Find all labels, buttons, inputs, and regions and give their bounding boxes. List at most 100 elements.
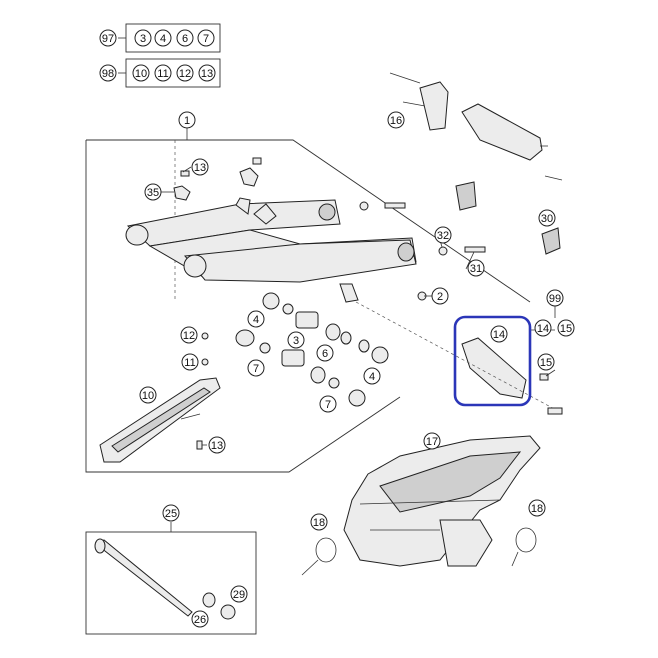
callout-number: 7 <box>203 33 209 45</box>
callout-number: 32 <box>437 230 449 242</box>
callout-97[interactable]: 97 <box>99 29 117 47</box>
callout-15[interactable]: 15 <box>537 353 555 371</box>
callout-circle <box>134 29 152 47</box>
callout-4[interactable]: 4 <box>363 367 381 385</box>
callout-35[interactable]: 35 <box>144 183 162 201</box>
callout-number: 3 <box>293 335 299 347</box>
callout-circle <box>197 29 215 47</box>
callout-10[interactable]: 10 <box>132 64 150 82</box>
callout-16[interactable]: 16 <box>387 111 405 129</box>
callout-circle <box>247 359 265 377</box>
swingarm-frame <box>85 128 531 473</box>
callout-number: 3 <box>140 33 146 45</box>
callout-18[interactable]: 18 <box>528 499 546 517</box>
callout-6[interactable]: 6 <box>316 344 334 362</box>
callout-number: 99 <box>549 293 561 305</box>
callout-number: 97 <box>102 33 114 45</box>
callout-number: 18 <box>531 503 543 515</box>
callout-11[interactable]: 11 <box>181 353 199 371</box>
callout-circle <box>144 183 162 201</box>
callout-13[interactable]: 13 <box>208 436 226 454</box>
callout-circle <box>537 353 555 371</box>
callout-number: 26 <box>194 614 206 626</box>
callout-number: 15 <box>540 357 552 369</box>
callout-3[interactable]: 3 <box>287 331 305 349</box>
cable-tie-right <box>511 527 537 567</box>
swingarm-body <box>125 197 417 303</box>
callout-15[interactable]: 15 <box>557 319 575 337</box>
callout-circle <box>363 367 381 385</box>
callout-2[interactable]: 2 <box>431 287 449 305</box>
callout-29[interactable]: 29 <box>230 585 248 603</box>
callout-circle <box>538 209 556 227</box>
callout-4[interactable]: 4 <box>247 310 265 328</box>
cable-tie-left <box>301 537 337 576</box>
callout-circle <box>230 585 248 603</box>
chain-guide-block <box>355 301 563 415</box>
callout-6[interactable]: 6 <box>176 29 194 47</box>
callout-number: 14 <box>493 329 505 341</box>
callout-30[interactable]: 30 <box>538 209 556 227</box>
callout-98[interactable]: 98 <box>99 64 117 82</box>
callout-number: 31 <box>470 263 482 275</box>
callout-13[interactable]: 13 <box>198 64 216 82</box>
callout-number: 7 <box>325 399 331 411</box>
callout-7[interactable]: 7 <box>247 359 265 377</box>
callout-number: 30 <box>541 213 553 225</box>
callout-number: 29 <box>233 589 245 601</box>
callout-circle <box>178 111 196 129</box>
callout-3[interactable]: 3 <box>134 29 152 47</box>
callout-18[interactable]: 18 <box>310 513 328 531</box>
selected-part-highlight[interactable] <box>453 315 532 407</box>
callout-circle <box>431 287 449 305</box>
callout-31[interactable]: 31 <box>467 259 485 277</box>
chain-slider <box>99 377 221 463</box>
chain-guard <box>343 435 541 567</box>
callout-12[interactable]: 12 <box>180 326 198 344</box>
callout-circle <box>423 432 441 450</box>
callout-number: 15 <box>560 323 572 335</box>
callout-number: 4 <box>253 314 259 326</box>
callout-circle <box>490 325 508 343</box>
callout-7[interactable]: 7 <box>197 29 215 47</box>
callout-25[interactable]: 25 <box>162 504 180 522</box>
callout-number: 12 <box>183 330 195 342</box>
callout-11[interactable]: 11 <box>154 64 172 82</box>
callout-circle <box>99 29 117 47</box>
callout-14[interactable]: 14 <box>534 319 552 337</box>
callout-circle <box>467 259 485 277</box>
callout-number: 25 <box>165 508 177 520</box>
callout-99[interactable]: 99 <box>546 289 564 307</box>
callout-number: 13 <box>211 440 223 452</box>
callout-circle <box>434 226 452 244</box>
callout-circle <box>99 64 117 82</box>
callout-32[interactable]: 32 <box>434 226 452 244</box>
callout-circle <box>208 436 226 454</box>
callout-circle <box>247 310 265 328</box>
callout-circle <box>154 29 172 47</box>
callout-number: 7 <box>253 363 259 375</box>
callout-1[interactable]: 1 <box>178 111 196 129</box>
callout-13[interactable]: 13 <box>191 158 209 176</box>
callout-26[interactable]: 26 <box>191 610 209 628</box>
callout-number: 12 <box>179 68 191 80</box>
callout-number: 10 <box>142 390 154 402</box>
callout-circle <box>191 158 209 176</box>
callout-7[interactable]: 7 <box>319 395 337 413</box>
callout-10[interactable]: 10 <box>139 386 157 404</box>
callout-14[interactable]: 14 <box>490 325 508 343</box>
callout-number: 18 <box>313 517 325 529</box>
callout-number: 13 <box>194 162 206 174</box>
callout-circle <box>316 344 334 362</box>
callout-number: 4 <box>369 371 375 383</box>
callout-4[interactable]: 4 <box>154 29 172 47</box>
callout-12[interactable]: 12 <box>176 64 194 82</box>
callout-number: 35 <box>147 187 159 199</box>
callout-circle <box>132 64 150 82</box>
callout-17[interactable]: 17 <box>423 432 441 450</box>
callout-circle <box>546 289 564 307</box>
callout-circle <box>181 353 199 371</box>
kit-98-group <box>118 58 221 88</box>
